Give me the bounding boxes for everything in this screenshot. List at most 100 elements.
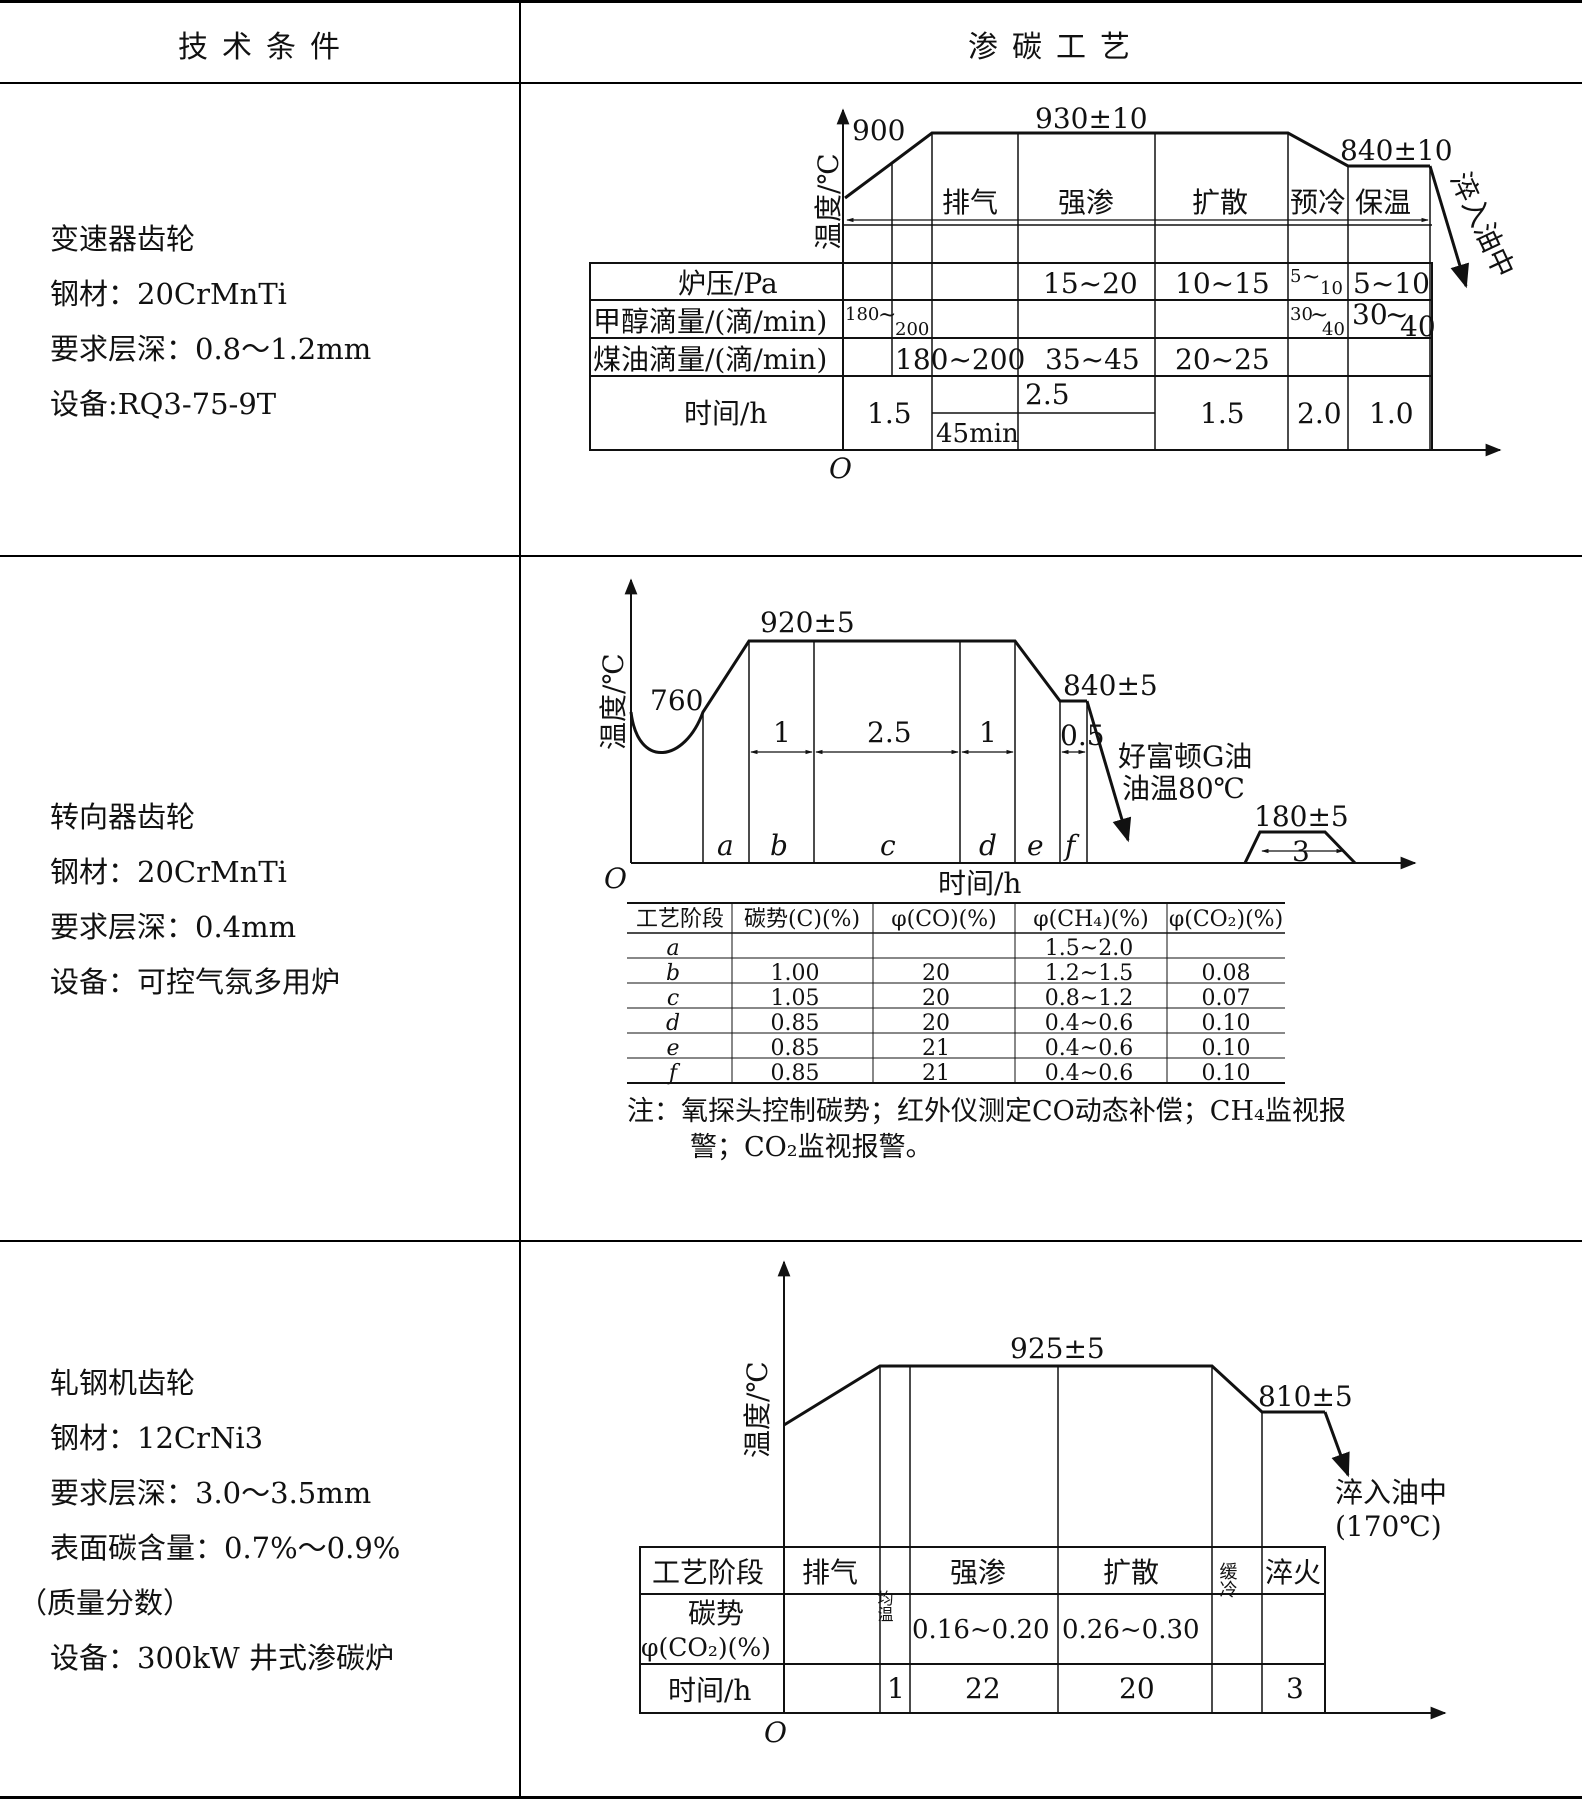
y-axis-label: 温度/℃	[812, 153, 845, 250]
stage-exhaust: 排气	[802, 1556, 858, 1589]
stage-hold: 保温	[1355, 186, 1411, 219]
param-table-frame	[589, 262, 1433, 451]
kerosene-diffuse: 20~25	[1175, 343, 1270, 376]
time-precool: 2.0	[1297, 397, 1342, 430]
column-divider	[519, 0, 521, 1799]
gas-header: φ(CH₄)(%)	[1033, 907, 1148, 932]
stage-soak: 均温	[875, 1590, 894, 1622]
pressure-precool-b: 10	[1320, 278, 1343, 299]
methanol-start-b: 200	[895, 319, 929, 340]
time-label: 时间/h	[668, 1674, 751, 1707]
origin-label: O	[604, 862, 627, 895]
gas-cell: 0.4~0.6	[1045, 1036, 1133, 1061]
diagram-2-note: 注：氧探头控制碳势；红外仪测定CO动态补偿；CH₄监视报 警；CO₂监视报警。	[627, 1096, 1346, 1163]
stage-slow-cool: 缓冷	[1217, 1562, 1238, 1598]
origin-label: O	[829, 452, 852, 485]
temp-temper: 180±5	[1254, 800, 1349, 833]
stage-diffuse: 扩散	[1192, 186, 1248, 219]
stage-quench: 淬火	[1265, 1556, 1321, 1589]
pressure-hold: 5~10	[1353, 267, 1430, 300]
gas-cell: 1.00	[771, 961, 820, 986]
segment-b: b	[770, 829, 788, 862]
time-diffuse: 1.5	[1200, 397, 1245, 430]
time-quench: 3	[1286, 1672, 1304, 1705]
temp-hold: 810±5	[1258, 1380, 1353, 1413]
kerosene-strong: 35~45	[1045, 343, 1140, 376]
gas-cell: 0.85	[771, 1061, 820, 1086]
row2-divider	[0, 1240, 1582, 1242]
condition-depth: 要求层深：3.0～3.5mm	[50, 1476, 372, 1510]
stage-diffuse: 扩散	[1103, 1556, 1159, 1589]
gas-header: 工艺阶段	[636, 907, 724, 932]
methanol-hold-tilde: ~	[1385, 298, 1408, 331]
methanol-start-a: 180	[845, 304, 879, 325]
kerosene-exhaust: 180~200	[895, 343, 1025, 376]
pressure-diffuse: 10~15	[1175, 267, 1270, 300]
row1-conditions: 变速器齿轮 钢材：20CrMnTi 要求层深：0.8～1.2mm 设备:RQ3-…	[50, 212, 371, 432]
pressure-strong: 15~20	[1043, 267, 1138, 300]
gas-header: 碳势(C)(%)	[744, 907, 860, 932]
diagram-3	[639, 1260, 1447, 1720]
segment-f: f	[1063, 829, 1080, 862]
y-axis-label: 温度/℃	[741, 1361, 774, 1458]
quench-arrow	[1323, 1411, 1350, 1478]
time-start: 1.5	[867, 397, 912, 430]
condition-part: 转向器齿轮	[50, 800, 196, 834]
time-strong: 22	[965, 1672, 1001, 1705]
methanol-hold-a: 30	[1352, 298, 1388, 331]
diagram-1-labels: 温度/℃ O 900 930±10 840±10 淬入油中 排气 强渗 扩散 预…	[593, 102, 1521, 485]
time-diffuse: 20	[1119, 1672, 1155, 1705]
gas-cell: b	[666, 961, 680, 986]
condition-depth: 要求层深：0.8～1.2mm	[50, 332, 372, 366]
diagram-3-labels: 温度/℃ O 925±5 810±5 淬入油中 (170℃) 工艺阶段 排气 均…	[641, 1332, 1447, 1749]
svg-text:淬入油中: 淬入油中	[1444, 167, 1521, 282]
temp-carburize: 930±10	[1035, 102, 1148, 135]
temp-hold: 840±10	[1340, 134, 1453, 167]
quench-label: 淬入油中	[1444, 167, 1521, 282]
row1-divider	[0, 555, 1582, 557]
condition-steel: 钢材：20CrMnTi	[50, 277, 287, 311]
stage-strong: 强渗	[950, 1556, 1006, 1589]
table-bottom-border	[0, 1796, 1582, 1799]
time-label: 时间/h	[684, 397, 767, 430]
gas-cell: 20	[922, 986, 950, 1011]
methanol-start-tilde: ~	[878, 303, 896, 328]
stage-exhaust: 排气	[942, 186, 998, 219]
condition-carbon-unit: （质量分数）	[18, 1586, 193, 1620]
temp-carburize: 920±5	[760, 606, 855, 639]
segment-c: c	[880, 829, 896, 862]
duration-f: 0.5	[1060, 719, 1105, 752]
time-hold: 1.0	[1369, 397, 1414, 430]
condition-steel: 钢材：12CrNi3	[50, 1421, 264, 1455]
temp-hold: 840±5	[1063, 669, 1158, 702]
diagram-2-labels: 温度/℃ O 时间/h 760 920±5 840±5 180±5 1 2.5 …	[597, 606, 1349, 900]
gas-cell: 20	[922, 961, 950, 986]
condition-equipment: 设备：可控气氛多用炉	[50, 965, 341, 999]
pressure-label: 炉压/Pa	[678, 267, 778, 300]
gas-cell: 0.8~1.2	[1045, 986, 1133, 1011]
gas-cell: d	[666, 1011, 680, 1036]
gas-cell: 0.08	[1202, 961, 1251, 986]
table-top-border	[0, 0, 1582, 3]
stage-strong: 强渗	[1058, 186, 1114, 219]
gas-cell: 1.05	[771, 986, 820, 1011]
diagram-2	[624, 578, 1417, 1084]
gas-cell: 21	[922, 1036, 950, 1061]
kerosene-label: 煤油滴量/(滴/min)	[593, 343, 827, 376]
gas-cell: 0.07	[1202, 986, 1251, 1011]
gas-cell: a	[666, 936, 679, 961]
gas-cell: 1.5~2.0	[1045, 936, 1133, 961]
temper-curve	[1243, 830, 1357, 865]
time-soak: 1	[887, 1672, 905, 1705]
gas-cell: e	[666, 1036, 679, 1061]
temperature-curve	[783, 1364, 1325, 1427]
condition-equipment: 设备：300kW 井式渗碳炉	[50, 1641, 394, 1675]
segment-d: d	[979, 829, 997, 862]
condition-carbon: 表面碳含量：0.7%～0.9%	[50, 1531, 401, 1565]
y-axis-label: 温度/℃	[597, 653, 630, 750]
gas-cell: 21	[922, 1061, 950, 1086]
duration-temper: 3	[1292, 835, 1310, 868]
pressure-precool-a: 5	[1290, 266, 1301, 287]
